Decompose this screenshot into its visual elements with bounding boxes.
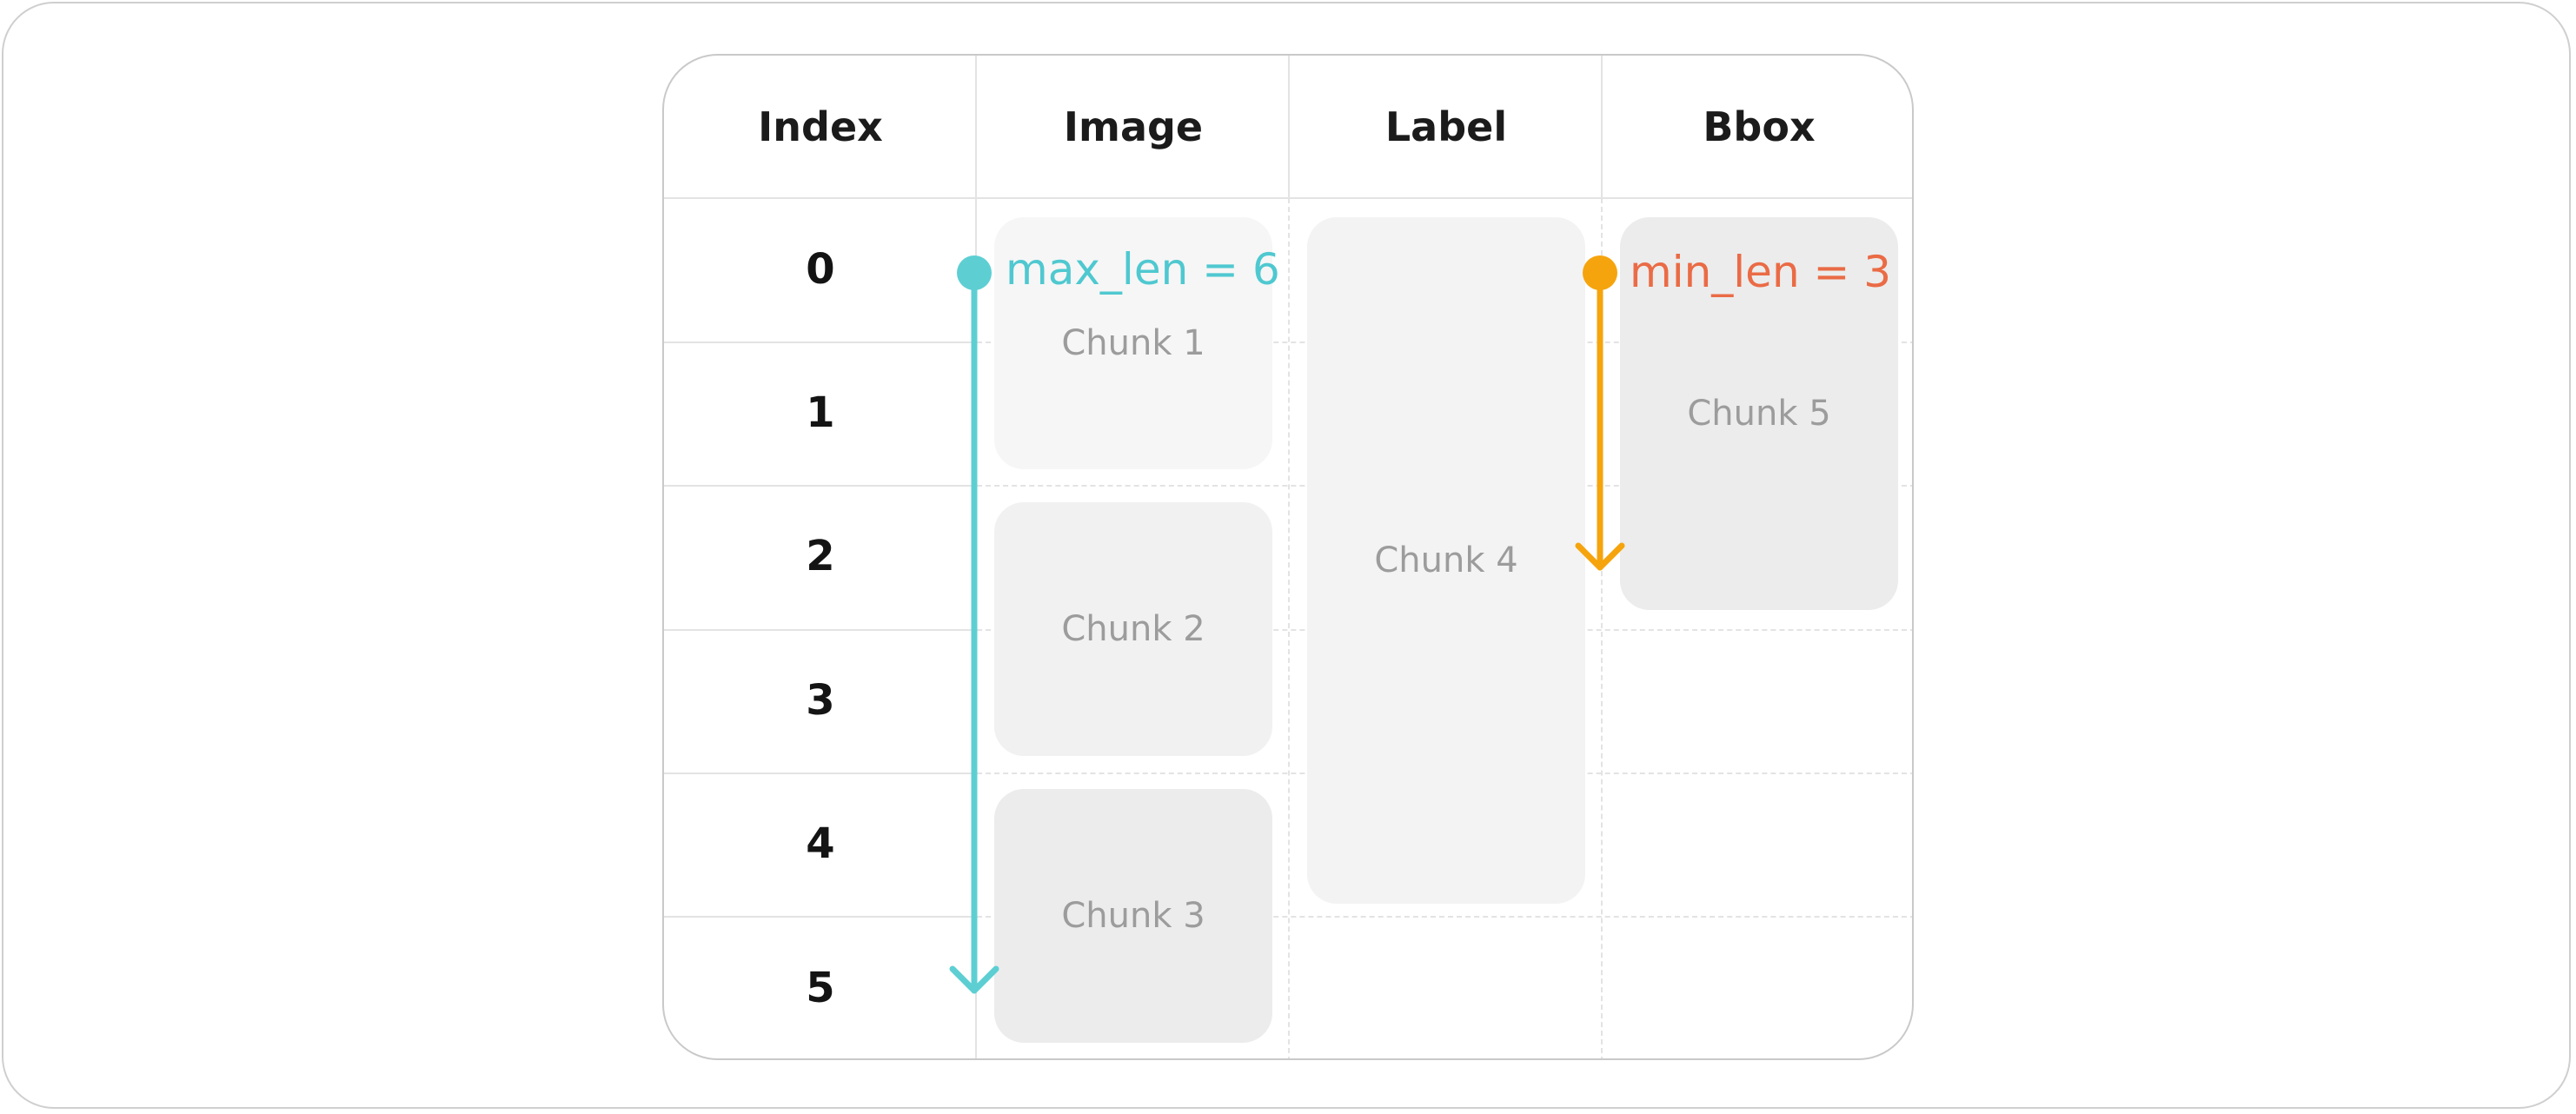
column-divider — [1601, 198, 1603, 1058]
min-len-label: min_len = 3 — [1630, 247, 1892, 297]
header-label: Label — [1384, 103, 1508, 150]
chunk-3: Chunk 3 — [994, 789, 1272, 1043]
header-divider — [664, 197, 1912, 199]
chunk-label: Chunk 5 — [1687, 394, 1831, 434]
column-divider — [1288, 56, 1290, 198]
header-index: Index — [758, 103, 883, 150]
chunk-2: Chunk 2 — [994, 502, 1272, 756]
column-divider — [1601, 56, 1603, 198]
index-cell: 3 — [806, 676, 835, 725]
chunk-label: Chunk 4 — [1374, 540, 1518, 580]
chunk-label: Chunk 1 — [1061, 323, 1205, 363]
header-bbox: Bbox — [1703, 103, 1816, 150]
index-cell: 5 — [806, 964, 835, 1012]
row-divider — [664, 916, 977, 918]
min-len-arrow — [1575, 255, 1625, 571]
row-divider — [664, 773, 977, 774]
row-divider — [977, 916, 1912, 918]
chunk-1: Chunk 1 — [994, 217, 1272, 469]
max-len-label: max_len = 6 — [1006, 244, 1280, 295]
chunk-label: Chunk 3 — [1061, 896, 1205, 936]
index-cell: 0 — [806, 245, 835, 294]
row-divider — [664, 629, 977, 631]
header-image: Image — [1063, 103, 1204, 150]
row-divider — [664, 485, 977, 487]
index-cell: 1 — [806, 388, 835, 437]
row-divider — [664, 341, 977, 343]
chunk-4: Chunk 4 — [1307, 217, 1585, 904]
index-cell: 2 — [806, 532, 835, 580]
chunk-5: Chunk 5 — [1620, 217, 1898, 610]
max-len-arrow — [949, 255, 999, 994]
index-cell: 4 — [806, 819, 835, 868]
data-table: Index Image Label Bbox 0 1 2 3 4 5 Chunk… — [662, 54, 1914, 1060]
chunk-label: Chunk 2 — [1061, 609, 1205, 649]
column-divider — [1288, 198, 1290, 1058]
